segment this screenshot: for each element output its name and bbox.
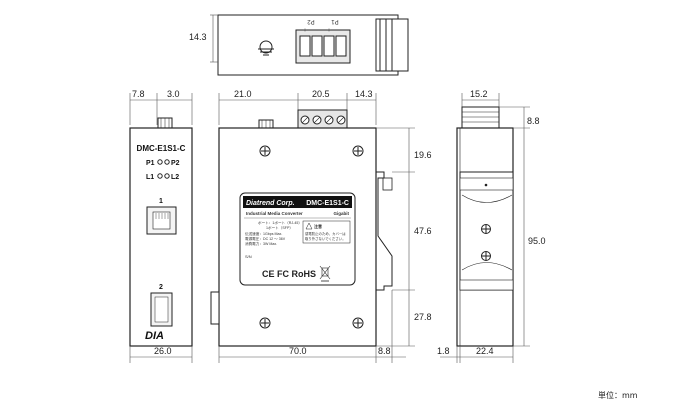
label-model: DMC-E1S1-C: [306, 200, 349, 207]
dim-side-offset-right: 14.3: [355, 89, 373, 99]
dim-side-width: 70.0: [289, 346, 307, 356]
product-label: Diatrend Corp. DMC-E1S1-C Industrial Med…: [239, 192, 356, 286]
dia-logo: DIA: [145, 330, 164, 342]
dim-rear-width-top: 15.2: [470, 89, 488, 99]
polarity-label-1: +: [303, 28, 307, 34]
screw-icon-top-right: [352, 145, 364, 157]
rear-screw-icon-bottom: [481, 251, 491, 261]
led-label-p2: P2: [171, 160, 180, 167]
led-l1-icon: [157, 173, 163, 179]
screw-icon-bottom-left: [259, 317, 271, 329]
weee-bin-icon: [319, 265, 331, 282]
led-label-l2: L2: [171, 174, 179, 181]
dim-rear-top-cap: 8.8: [527, 116, 540, 126]
label-current-line: 消費電力：3W Max.: [245, 241, 277, 246]
terminal-label-p2: P2: [307, 18, 315, 24]
label-rate-line: 伝送速度：1Gbps Max.: [245, 231, 282, 236]
label-port-line2: 1ポート（SFP）: [266, 225, 293, 230]
led-p2-icon: [164, 159, 170, 165]
dim-side-rail-depth: 8.8: [378, 346, 391, 356]
caution-text-1: 感電防止のため、カバーは: [305, 231, 346, 236]
label-sn: S/N: [245, 254, 252, 259]
din-rail-clip: [376, 171, 393, 291]
side-view: 21.0 20.5 14.3: [210, 89, 432, 363]
dim-front-left-offset: 7.8: [132, 89, 145, 99]
terminal-label-p1: P1: [331, 18, 339, 24]
caution-text-2: 取り外さないでください。: [305, 236, 346, 241]
warning-icon: [305, 222, 313, 230]
label-brand: Diatrend Corp.: [246, 200, 295, 207]
port1-label: 1: [159, 198, 163, 205]
front-view: 7.8 3.0 DMC-E1S1-C P1 P2 L1 L2 1 2 DIA 2…: [129, 89, 193, 363]
polarity-label-3: +: [327, 28, 331, 34]
screw-icon-bottom-right: [352, 317, 364, 329]
dim-rear-height: 95.0: [528, 236, 546, 246]
dim-side-v3: 27.8: [414, 312, 432, 322]
certification-marks: CE FC RoHS: [262, 269, 316, 279]
dim-rear-bottom-width: 22.4: [476, 346, 494, 356]
dim-side-offset-left: 21.0: [234, 89, 252, 99]
units-label: 単位：mm: [598, 390, 638, 400]
rear-screw-icon-top: [481, 224, 491, 234]
side-tab: [210, 291, 220, 325]
ground-screw-icon: [259, 40, 273, 54]
dim-front-width: 26.0: [154, 346, 172, 356]
polarity-label-2: -: [316, 28, 318, 34]
port2-label: 2: [159, 284, 163, 291]
screw-icon-top-left: [259, 145, 271, 157]
led-label-l1: L1: [146, 174, 154, 181]
dim-front-right-offset: 3.0: [167, 89, 180, 99]
dim-side-v2: 47.6: [414, 226, 432, 236]
led-p1-icon: [157, 159, 163, 165]
caution-title: 注意: [314, 223, 322, 229]
label-speed: Gigabit: [334, 211, 350, 216]
led-label-p1: P1: [146, 160, 155, 167]
dim-side-v1: 19.6: [414, 150, 432, 160]
dim-side-terminal-width: 20.5: [312, 89, 330, 99]
front-model-label: DMC-E1S1-C: [137, 144, 186, 153]
rear-view: 15.2 8.8 95.0 1.8 22.4: [437, 89, 546, 363]
label-power-line: 電源電圧：DC 12 ～ 36V: [245, 236, 286, 241]
top-view: + - + - P2 P1 14.3: [189, 14, 409, 76]
dim-top-height: 14.3: [189, 32, 207, 42]
polarity-label-4: -: [340, 28, 342, 34]
rear-top-cap: [461, 106, 500, 129]
label-product-type: Industrial Media Converter: [246, 211, 303, 216]
label-port-line1: ポート：1ポート（RJ-45）: [258, 220, 302, 225]
dim-rear-bottom-left: 1.8: [437, 346, 450, 356]
caution-box: [302, 220, 351, 244]
led-l2-icon: [164, 173, 170, 179]
